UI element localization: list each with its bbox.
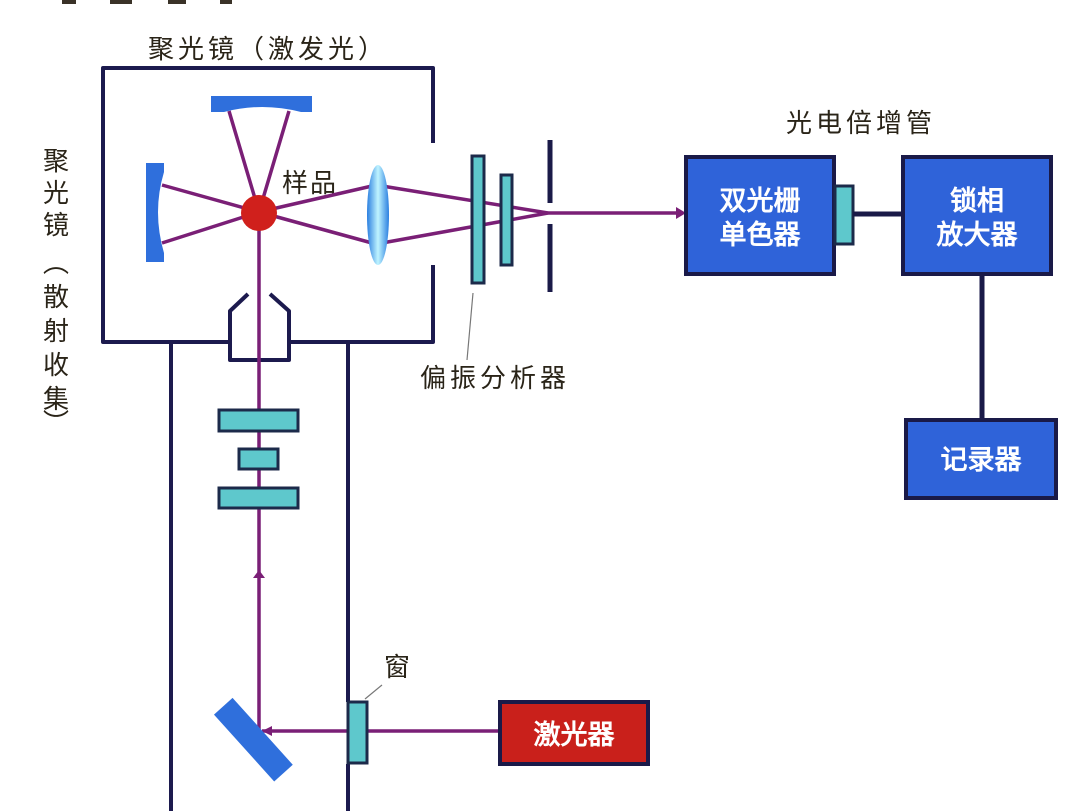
beam-top-left [227, 110, 261, 213]
monochromator-label-line1: 双光栅 [720, 186, 801, 217]
photomultiplier-label: 光电倍增管 [786, 109, 936, 139]
monochromator-label-line2: 单色器 [720, 219, 802, 251]
side-label-char: 射 [43, 317, 73, 347]
side-label-char: 集 [43, 385, 73, 415]
lockin-label-line1: 锁相 [950, 185, 1004, 217]
recorder-box [904, 418, 1058, 500]
arrow-left-icon [262, 726, 272, 736]
collection-lens [367, 165, 389, 265]
beam-top-right [257, 110, 291, 213]
side-label-char: 镜 [43, 211, 73, 241]
side-label-char: ︶ [43, 409, 73, 439]
top-condenser-label: 聚光镜（激发光） [148, 35, 388, 65]
light-paths [161, 110, 678, 733]
side-label-char: 聚 [43, 147, 73, 177]
photomultiplier-tube [833, 184, 855, 246]
lockin-amplifier-box [901, 155, 1053, 276]
monochromator-box [684, 155, 836, 276]
sample-dot [241, 195, 277, 231]
laser-box [498, 700, 650, 766]
top-concave-mirror [211, 96, 312, 112]
side-label-char: 散 [43, 283, 73, 313]
beam-lens-converge-top [381, 184, 549, 215]
filter-2 [237, 447, 280, 471]
laser-label: 激光器 [534, 719, 616, 751]
folding-mirror [213, 697, 293, 782]
side-label-char: ︵ [43, 249, 73, 279]
arrow-to-monochromator-icon [676, 207, 686, 219]
left-concave-mirror [146, 163, 164, 262]
filter-3 [217, 486, 300, 510]
beam-to-lens-down [258, 210, 373, 245]
sample-chamber-frame-right [289, 265, 435, 344]
analyzer-plate-1 [470, 154, 486, 285]
entrance-window [346, 700, 369, 765]
arrow-up-icon [253, 570, 265, 578]
lockin-label-line2: 放大器 [936, 219, 1019, 251]
polarization-analyzer-label: 偏振分析器 [420, 364, 570, 394]
filter-1 [217, 408, 300, 433]
beam-lens-converge-bottom [381, 211, 549, 245]
analyzer-leader-line [466, 292, 474, 361]
side-condenser-label: 聚 光 镜 ︵ 散 射 收 集 ︶ [43, 147, 73, 439]
beam-to-lens-up [258, 184, 373, 214]
window-leader-line [364, 684, 383, 700]
side-label-char: 光 [43, 179, 73, 209]
sample-label: 样品 [282, 169, 338, 199]
cropped-title-remnant [62, 0, 232, 4]
analyzer-plate-2 [499, 173, 514, 267]
side-label-char: 收 [43, 351, 73, 381]
recorder-label: 记录器 [941, 445, 1023, 476]
window-label: 窗 [384, 653, 414, 683]
sample-chamber-frame [101, 66, 435, 344]
